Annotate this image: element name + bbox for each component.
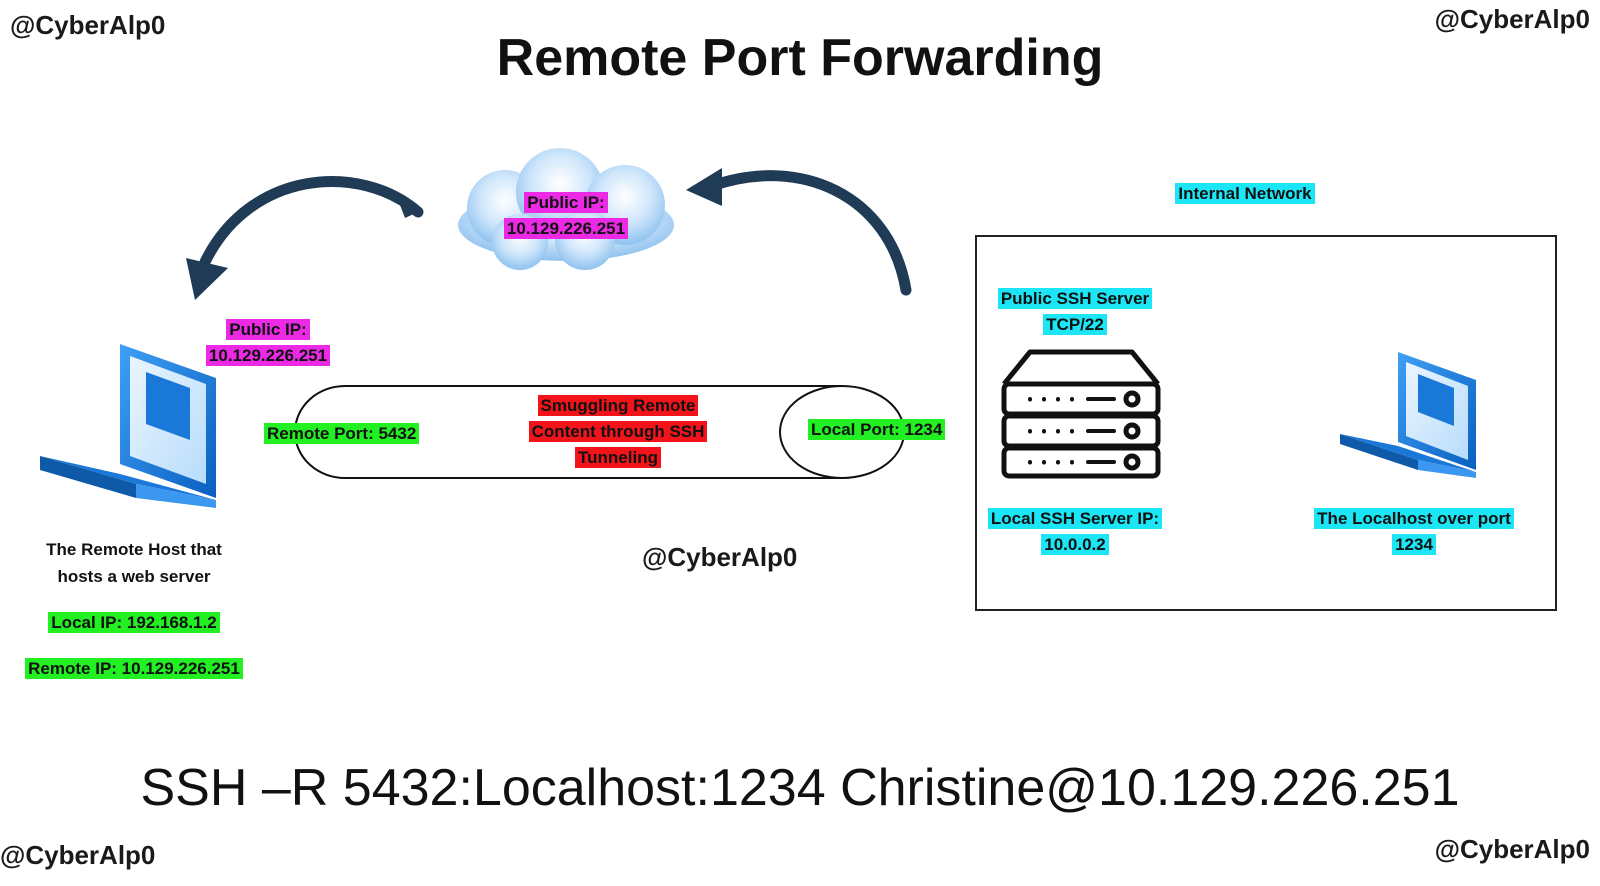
ssh-server-icon bbox=[1001, 349, 1161, 479]
local-ssh-server-line2: 10.0.0.2 bbox=[1041, 534, 1109, 555]
remote-host-public-ip-heading: Public IP: bbox=[226, 319, 310, 340]
tunnel-description: Smuggling Remote Content through SSH Tun… bbox=[498, 393, 738, 471]
tunnel-local-port: Local Port: 1234 bbox=[808, 417, 946, 443]
public-ssh-server-label: Public SSH Server TCP/22 bbox=[970, 286, 1180, 338]
cloud-public-ip-value: 10.129.226.251 bbox=[503, 218, 629, 239]
watermark-top-right: @CyberAlp0 bbox=[1434, 4, 1590, 34]
page-title: Remote Port Forwarding bbox=[496, 29, 1104, 87]
remote-host-description-line2: hosts a web server bbox=[57, 567, 211, 586]
watermark-bottom-left: @CyberAlp0 bbox=[0, 840, 156, 870]
arrow-cloud-to-host-icon bbox=[186, 176, 424, 300]
remote-host-public-ip-label: Public IP: 10.129.226.251 bbox=[188, 317, 348, 369]
remote-host-public-ip-value: 10.129.226.251 bbox=[205, 345, 331, 366]
internal-network-label-text: Internal Network bbox=[1175, 183, 1315, 204]
remote-host-local-ip: Local IP: 192.168.1.2 bbox=[14, 610, 254, 636]
remote-host-laptop-icon bbox=[40, 344, 216, 508]
cloud-public-ip-heading: Public IP: bbox=[524, 192, 608, 213]
tunnel-description-line1: Smuggling Remote bbox=[537, 395, 699, 416]
watermark-bottom-right: @CyberAlp0 bbox=[1434, 834, 1590, 864]
watermark-center: @CyberAlp0 bbox=[642, 542, 798, 572]
localhost-laptop-icon bbox=[1340, 352, 1476, 478]
arrow-server-to-cloud-icon bbox=[686, 168, 912, 296]
cloud-public-ip-label: Public IP: 10.129.226.251 bbox=[486, 190, 646, 242]
remote-host-remote-ip-text: Remote IP: 10.129.226.251 bbox=[25, 658, 243, 679]
remote-host-description-line1: The Remote Host that bbox=[46, 540, 222, 559]
local-ssh-server-line1: Local SSH Server IP: bbox=[987, 508, 1163, 529]
tunnel-description-line3: Tunneling bbox=[575, 447, 661, 468]
localhost-line2: 1234 bbox=[1392, 534, 1436, 555]
watermark-top-left: @CyberAlp0 bbox=[10, 10, 166, 40]
public-ssh-server-line1: Public SSH Server bbox=[997, 288, 1153, 309]
tunnel-remote-port-text: Remote Port: 5432 bbox=[264, 423, 420, 444]
public-ssh-server-line2: TCP/22 bbox=[1043, 314, 1107, 335]
remote-host-remote-ip: Remote IP: 10.129.226.251 bbox=[14, 656, 254, 682]
localhost-line1: The Localhost over port bbox=[1314, 508, 1514, 529]
tunnel-remote-port: Remote Port: 5432 bbox=[264, 421, 420, 447]
remote-host-description: The Remote Host that hosts a web server bbox=[14, 536, 254, 590]
remote-host-local-ip-text: Local IP: 192.168.1.2 bbox=[48, 612, 220, 633]
localhost-label: The Localhost over port 1234 bbox=[1294, 506, 1534, 558]
ssh-command: SSH –R 5432:Localhost:1234 Christine@10.… bbox=[140, 759, 1460, 817]
internal-network-box bbox=[975, 235, 1557, 611]
internal-network-label: Internal Network bbox=[1140, 181, 1350, 207]
tunnel-description-line2: Content through SSH bbox=[528, 421, 708, 442]
tunnel-local-port-text: Local Port: 1234 bbox=[808, 419, 946, 440]
local-ssh-server-label: Local SSH Server IP: 10.0.0.2 bbox=[965, 506, 1185, 558]
